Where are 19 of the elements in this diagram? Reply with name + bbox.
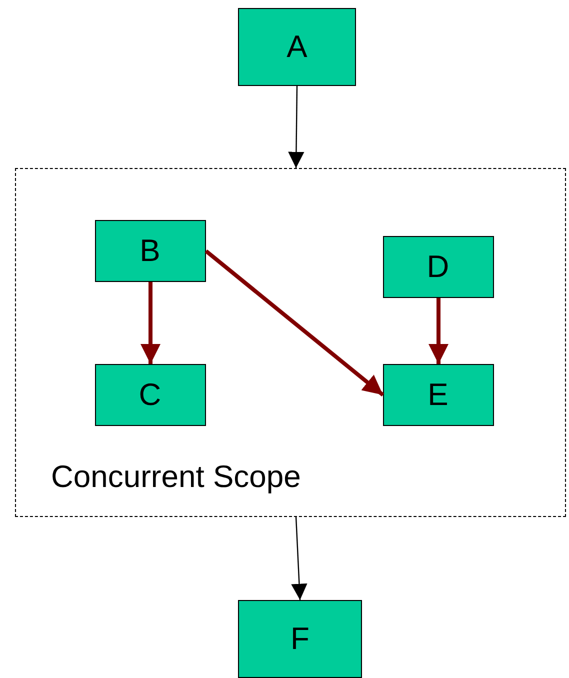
node-label: F bbox=[290, 621, 310, 657]
process-box bbox=[238, 600, 362, 678]
node-label: C bbox=[138, 376, 162, 412]
process-box bbox=[382, 364, 494, 426]
process-box bbox=[94, 364, 206, 426]
process-box bbox=[382, 236, 494, 298]
process-box bbox=[238, 8, 356, 86]
arrow bbox=[291, 516, 308, 600]
arrow bbox=[288, 86, 304, 168]
arrow bbox=[204, 249, 384, 397]
node-label: E bbox=[428, 376, 448, 412]
scope-boundary bbox=[15, 168, 566, 517]
node-label: B bbox=[140, 232, 160, 268]
node-label: A bbox=[286, 29, 308, 65]
process-box bbox=[94, 220, 206, 282]
arrow bbox=[140, 282, 160, 364]
arrow bbox=[428, 298, 448, 364]
node-label: D bbox=[426, 248, 450, 284]
scope-label: Concurrent Scope bbox=[51, 459, 301, 495]
